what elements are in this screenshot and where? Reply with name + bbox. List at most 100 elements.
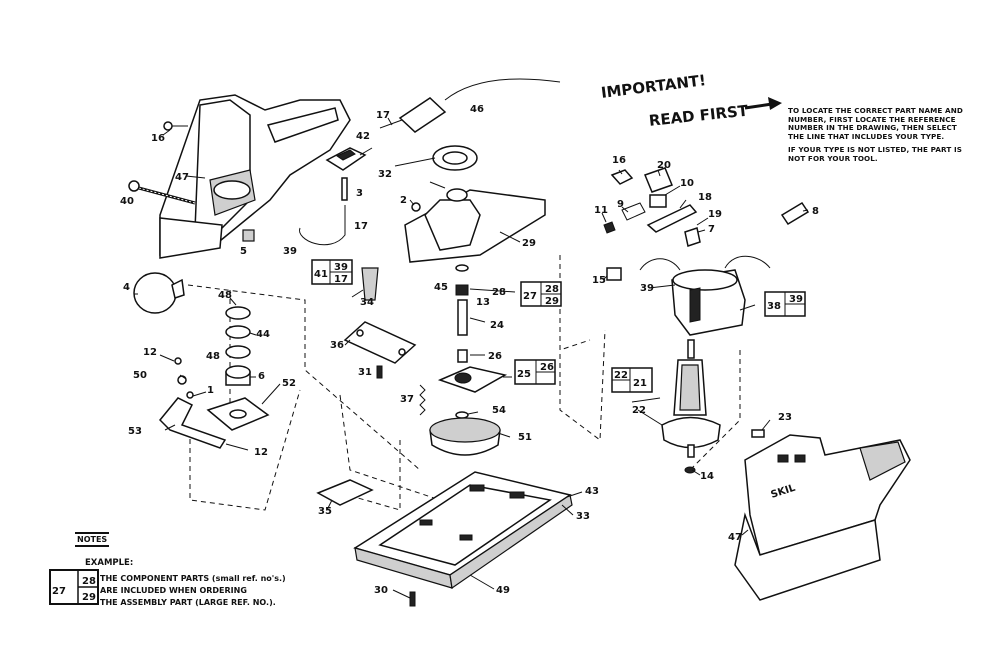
knob-4 (133, 272, 185, 314)
part-label: 24 (490, 320, 504, 331)
counterweight-25 (437, 366, 508, 393)
part-label: 45 (434, 282, 448, 293)
bracket-53 (158, 357, 227, 449)
part-label: 42 (356, 131, 370, 142)
part-label: 18 (698, 192, 712, 203)
part-label: 28 (492, 287, 506, 298)
part-label: 48 (218, 290, 232, 301)
instructions-text: TO LOCATE THE CORRECT PART NAME AND NUMB… (788, 106, 973, 168)
cord-46 (379, 78, 561, 133)
housing-half-left (159, 94, 351, 259)
brush-parts (603, 167, 701, 247)
example-label: EXAMPLE: (85, 558, 134, 568)
part-label: 50 (133, 370, 147, 381)
part-label: 19 (708, 209, 722, 220)
part-label: 12 (254, 447, 268, 458)
part-label: 23 (778, 412, 792, 423)
part-label: 52 (282, 378, 296, 389)
part-label: 43 (585, 486, 599, 497)
part-label: 29 (522, 238, 536, 249)
part-23 (751, 429, 765, 438)
part-label: 6 (258, 371, 265, 382)
instruction-paragraph: IF YOUR TYPE IS NOT LISTED, THE PART IS … (788, 145, 962, 163)
assembly-small-number: 26 (540, 362, 554, 373)
screw-40 (128, 180, 196, 205)
clip-35 (316, 479, 374, 506)
assembly-box: 22 21 (611, 367, 653, 393)
part-label: 15 (592, 275, 606, 286)
assembly-big-number: 41 (314, 269, 328, 280)
armature-21 (661, 339, 721, 474)
notes-title: NOTES (75, 532, 110, 547)
part-label: 2 (400, 195, 407, 206)
notes-small-number: 28 (82, 576, 96, 587)
assembly-box: 25 26 (514, 359, 556, 385)
wire-39 (299, 205, 346, 246)
part-label: 51 (518, 432, 532, 443)
part-label: 17 (376, 110, 390, 121)
post-34 (361, 267, 379, 301)
notes-text: THE COMPONENT PARTS (small ref. no's.) A… (100, 573, 286, 609)
part-label: 47 (728, 532, 742, 543)
part-label: 39 (283, 246, 297, 257)
assembly-small-number: 22 (614, 370, 628, 381)
part-label: 1 (207, 385, 214, 396)
part-label: 44 (256, 329, 270, 340)
part-label: 14 (700, 471, 714, 482)
part-label: 17 (354, 221, 368, 232)
assembly-big-number: 25 (517, 369, 531, 380)
part-15 (606, 267, 622, 281)
fan-51 (429, 411, 501, 456)
part-label: 11 (594, 205, 608, 216)
plug-8 (780, 201, 810, 226)
assembled-sander-47: SKIL (734, 434, 911, 601)
assembly-big-number: 38 (767, 301, 781, 312)
part-label: 4 (123, 282, 130, 293)
bearing-stack (225, 306, 251, 386)
part-label: 10 (680, 178, 694, 189)
read-first-arrow (744, 97, 782, 110)
part-label: 49 (496, 585, 510, 596)
part-label: 22 (632, 405, 646, 416)
assembly-box: 38 39 (764, 291, 806, 317)
part-label: 46 (470, 104, 484, 115)
part-label: 33 (576, 511, 590, 522)
part-label: 12 (143, 347, 157, 358)
part-label: 16 (612, 155, 626, 166)
notes-line: ARE INCLUDED WHEN ORDERING (100, 586, 247, 595)
leader-lines (134, 117, 809, 599)
notes-small-number: 29 (82, 592, 96, 603)
part-label: 48 (206, 351, 220, 362)
part-label: 54 (492, 405, 506, 416)
assembly-big-number: 27 (523, 291, 537, 302)
base-pad (353, 471, 573, 590)
assembly-box: 27 28 29 (520, 281, 562, 307)
notes-line: THE ASSEMBLY PART (LARGE REF. NO.). (100, 598, 276, 607)
assembly-small-number: 29 (545, 296, 559, 307)
assembly-box: 41 39 17 (311, 259, 353, 285)
part-number-labels: 16 47 40 4 5 39 3 17 42 17 46 32 2 29 45… (120, 104, 819, 596)
spring-37 (419, 384, 426, 416)
notes-example-box: 27 28 29 (49, 569, 99, 605)
shaft-assembly (455, 264, 469, 363)
part-label: 30 (374, 585, 388, 596)
part-label: 35 (318, 506, 332, 517)
part-label: 7 (708, 224, 715, 235)
assembly-small-number: 39 (334, 262, 348, 273)
screw-30 (409, 591, 416, 607)
notes-big-number: 27 (52, 586, 66, 597)
assembly-small-number: 39 (789, 294, 803, 305)
clip-5 (242, 229, 255, 242)
part-label: 32 (378, 169, 392, 180)
instruction-paragraph: TO LOCATE THE CORRECT PART NAME AND NUMB… (788, 106, 963, 141)
screw-16 (163, 121, 188, 131)
part-label: 53 (128, 426, 142, 437)
part-label: 20 (657, 160, 671, 171)
screw-31 (376, 365, 383, 379)
pin-3 (341, 177, 348, 201)
part-label: 40 (120, 196, 134, 207)
stator-38 (639, 255, 771, 336)
part-label: 26 (488, 351, 502, 362)
assembly-big-number: 21 (633, 378, 647, 389)
